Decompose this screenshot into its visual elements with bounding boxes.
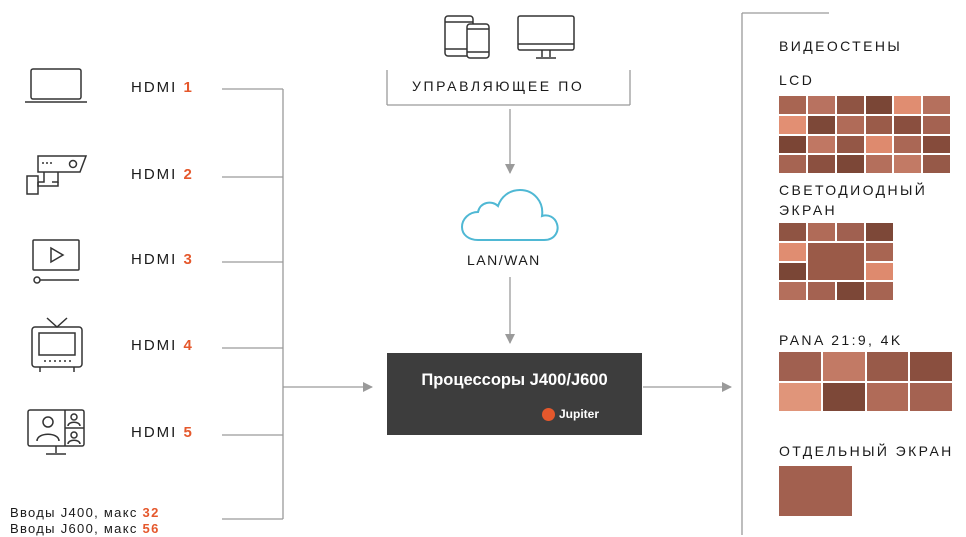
wall-tile [779,382,821,411]
wall-tile [866,262,893,281]
tablet-phone-icon [443,14,493,60]
input-label-hdmi-2: HDMI 2 [131,166,194,183]
wall-tile [866,382,909,411]
pana-label: PANA 21:9, 4K [779,332,903,348]
led-label: СВЕТОДИОДНЫЙ ЭКРАН [779,182,928,218]
wall-tile [894,96,922,114]
input-limits: Вводы J400, макс 32 Вводы J600, макс 56 [10,505,160,537]
laptop-icon [24,66,88,106]
wall-tile [807,135,835,154]
wall-tile [923,96,950,114]
wall-tile [865,96,893,114]
input-label-hdmi-1: HDMI 1 [131,79,194,96]
wall-tile [807,96,835,114]
wall-tile [836,115,864,134]
jupiter-brand: Jupiter [542,407,599,421]
wall-tile [836,155,864,173]
wall-tile [779,223,806,241]
wall-tile [808,223,835,241]
single-screen [779,466,852,516]
wall-tile [866,352,909,381]
cloud-icon [458,184,562,244]
processor-title: Процессоры J400/J600 [421,371,608,389]
lcd-label: LCD [779,72,815,88]
wall-tile [865,115,893,134]
input-number: 1 [183,79,194,96]
wall-tile [894,155,922,173]
wall-tile [779,262,806,281]
jupiter-logo-icon [542,407,555,421]
limit-j600: Вводы J600, макс 56 [10,521,160,536]
wall-tile [910,352,952,381]
security-camera-icon [24,152,90,198]
wall-tile [923,135,950,154]
wall-tile [822,382,865,411]
pana-wall [779,352,952,411]
wall-tile [808,242,864,281]
wall-tile [865,135,893,154]
wall-tile [808,282,835,300]
limit-j400: Вводы J400, макс 32 [10,505,160,520]
wall-tile [837,282,864,300]
wall-tile [779,115,806,134]
single-screen-label: ОТДЕЛЬНЫЙ ЭКРАН [779,443,954,459]
wall-tile [894,115,922,134]
input-number: 3 [183,251,194,268]
input-label-hdmi-3: HDMI 3 [131,251,194,268]
wall-tile [779,135,806,154]
wall-tile [836,135,864,154]
video-player-icon [31,238,81,288]
input-label-hdmi-4: HDMI 4 [131,337,194,354]
wall-tile [807,115,835,134]
video-conference-icon [26,408,86,458]
wall-tile [779,352,821,381]
wall-tile [866,242,893,261]
wall-tile [923,155,950,173]
wall-tile [894,135,922,154]
control-software-label: УПРАВЛЯЮЩЕЕ ПО [412,78,585,94]
wall-tile [923,115,950,134]
tv-icon [30,316,84,374]
wall-tile [866,282,893,300]
walls-heading: ВИДЕОСТЕНЫ [779,38,903,54]
processor-box: Процессоры J400/J600 Jupiter [387,353,642,435]
brand-name: Jupiter [559,407,600,421]
wall-tile [779,242,806,261]
wall-tile [807,155,835,173]
wall-tile [779,155,806,173]
wall-tile [779,282,806,300]
lcd-wall [779,96,950,173]
wall-tile [910,382,952,411]
wall-tile [866,223,893,241]
network-label: LAN/WAN [467,252,541,268]
led-wall [779,223,893,300]
input-number: 2 [183,166,194,183]
input-number: 5 [183,424,194,441]
wall-tile [836,96,864,114]
input-label-hdmi-5: HDMI 5 [131,424,194,441]
wall-tile [837,223,864,241]
wall-tile [779,96,806,114]
input-number: 4 [183,337,194,354]
wall-tile [822,352,865,381]
monitor-icon [516,14,576,62]
wall-tile [865,155,893,173]
